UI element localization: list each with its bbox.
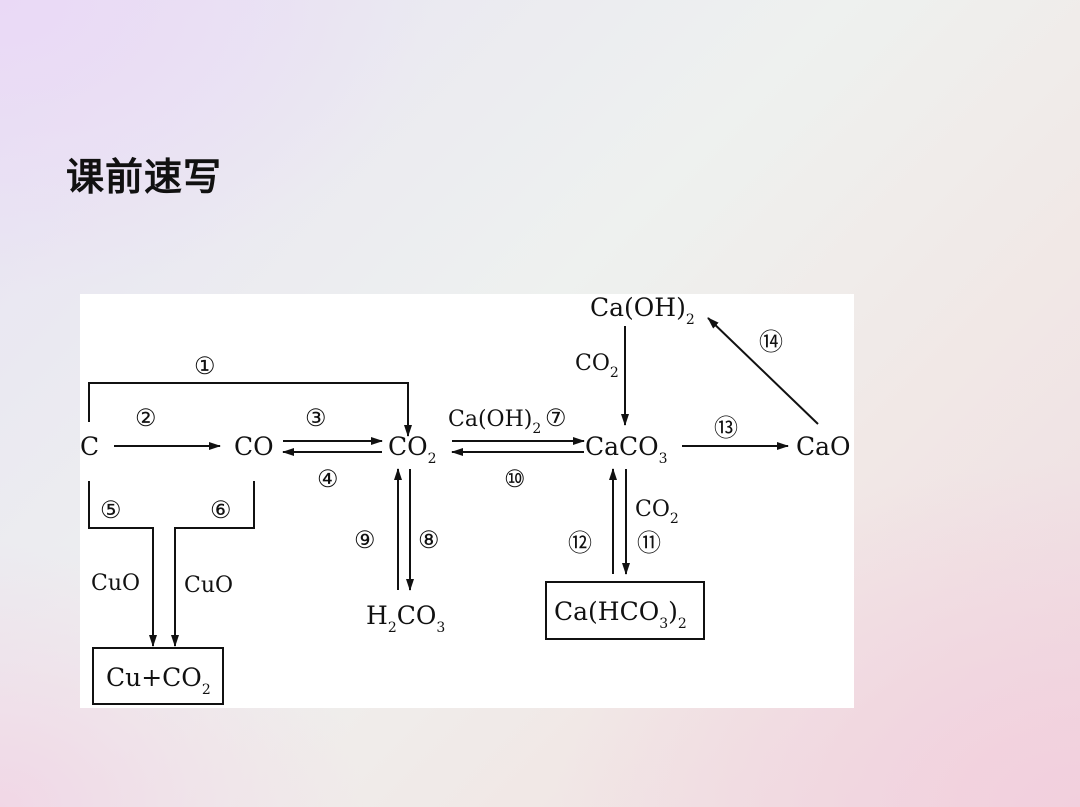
- step-10: ⑩: [504, 465, 526, 493]
- step-3: ③: [305, 404, 327, 432]
- step-13: ⑬: [714, 414, 738, 442]
- step-12: ⑫: [568, 529, 592, 557]
- node-ca-hco3-2: Ca(HCO3)2: [554, 597, 687, 632]
- node-co2: CO2: [388, 432, 437, 467]
- step-6: ⑥: [210, 496, 232, 524]
- step-5: ⑤: [100, 496, 122, 524]
- step-2: ②: [135, 404, 157, 432]
- node-cao: CaO: [796, 432, 851, 461]
- node-caoh2: Ca(OH)2: [590, 294, 695, 328]
- step-9: ⑨: [354, 526, 376, 554]
- node-h2co3: H2CO3: [366, 601, 445, 636]
- box-cu-co2: [92, 647, 224, 705]
- node-co: CO: [234, 432, 274, 461]
- node-caco3: CaCO3: [585, 432, 668, 467]
- step-1: ①: [194, 352, 216, 380]
- slide-title: 课前速写: [66, 155, 223, 199]
- label-cuo-right: CuO: [184, 573, 233, 598]
- label-cuo-left: CuO: [91, 571, 140, 596]
- box-ca-hco3: [545, 581, 705, 640]
- label-co2-right: CO2: [635, 497, 679, 527]
- step-11: ⑪: [637, 529, 661, 557]
- carbon-cycle-diagram: C CO CO2 CaCO3 CaO Ca(OH)2 H2CO3 Ca(HCO3…: [80, 293, 854, 708]
- step-4: ④: [317, 465, 339, 493]
- step-7: ⑦: [545, 404, 567, 432]
- step-8: ⑧: [418, 526, 440, 554]
- arrow-route-14: [707, 317, 819, 425]
- arrow-route-1: [88, 382, 412, 437]
- node-cu-co2: Cu+CO2: [106, 663, 211, 698]
- bracket-route-5: [88, 481, 157, 647]
- step-14: ⑭: [759, 328, 783, 356]
- node-c: C: [80, 432, 99, 461]
- label-co2-top: CO2: [575, 351, 619, 381]
- diagram-canvas: C CO CO2 CaCO3 CaO Ca(OH)2 H2CO3 Ca(HCO3…: [80, 293, 851, 705]
- bracket-route-6: [171, 481, 255, 647]
- label-caoh2-reagent: Ca(OH)2: [448, 407, 541, 437]
